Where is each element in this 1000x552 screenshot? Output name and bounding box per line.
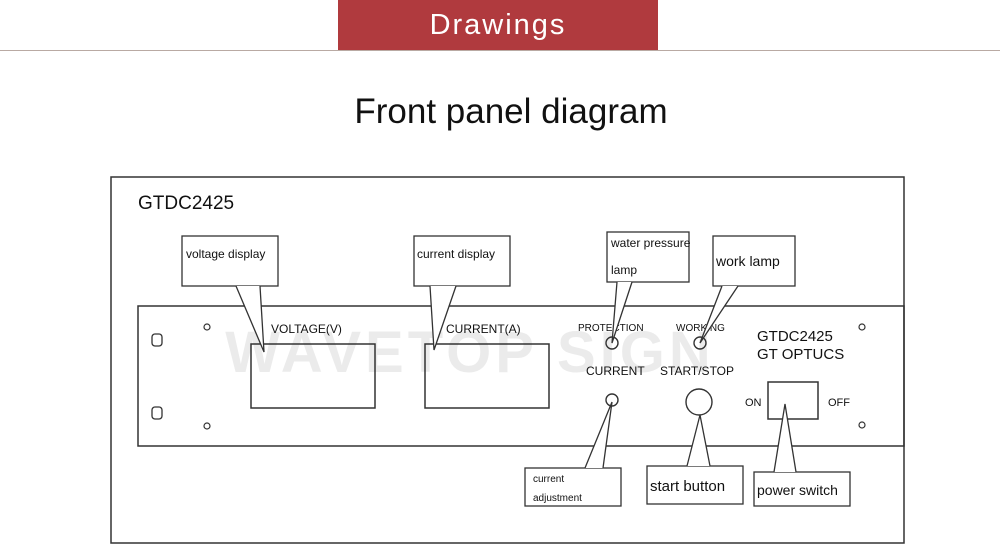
power-switch-callout: power switch [753,403,851,507]
power-switch-callout-text: power switch [757,482,838,498]
off-label: OFF [828,397,850,409]
current-display-callout: current display [413,235,511,351]
current-adjust-callout-line1: current [533,474,564,485]
current-knob-label: CURRENT [586,364,645,378]
section-banner: Drawings [338,0,658,50]
work-lamp-callout: work lamp [699,235,796,344]
page-title: Front panel diagram [354,92,668,131]
protection-panel-label: PROTECTION [578,323,644,334]
screw-hole [858,421,866,429]
voltage-display-callout-text: voltage display [186,247,265,261]
current-display-callout-text: current display [417,247,495,261]
watermark: WAVETOP SIGN [225,320,715,385]
working-panel-label: WORKING [676,323,725,334]
start-button-callout-text: start button [650,478,725,495]
mounting-slot-top [151,333,163,347]
screw-hole [858,323,866,331]
voltage-display [250,343,376,409]
current-adjust-callout: current adjustment [524,401,622,507]
panel-model-label: GTDC2425 [757,328,833,345]
header-rule [0,50,1000,51]
current-panel-label: CURRENT(A) [446,322,521,336]
inner-panel [137,305,905,447]
power-switch-body [767,381,819,420]
work-lamp-callout-text: work lamp [715,253,780,269]
start-button-callout: start button [646,414,744,505]
voltage-panel-label: VOLTAGE(V) [271,322,342,336]
water-pressure-callout-line2: lamp [611,263,637,277]
start-stop-button [685,388,713,416]
screw-hole [203,422,211,430]
start-stop-label: START/STOP [660,364,734,378]
work-lamp [693,336,707,350]
screw-hole [203,323,211,331]
mounting-slot-bottom [151,406,163,420]
on-label: ON [745,397,762,409]
water-pressure-callout-line1: water pressure [610,236,691,250]
model-label-top: GTDC2425 [138,193,234,214]
current-display [424,343,550,409]
voltage-display-callout: voltage display [181,235,279,353]
panel-brand-label: GT OPTUCS [757,346,844,363]
water-pressure-callout: water pressure lamp [606,231,691,344]
current-adjust-callout-line2: adjustment [533,493,582,504]
